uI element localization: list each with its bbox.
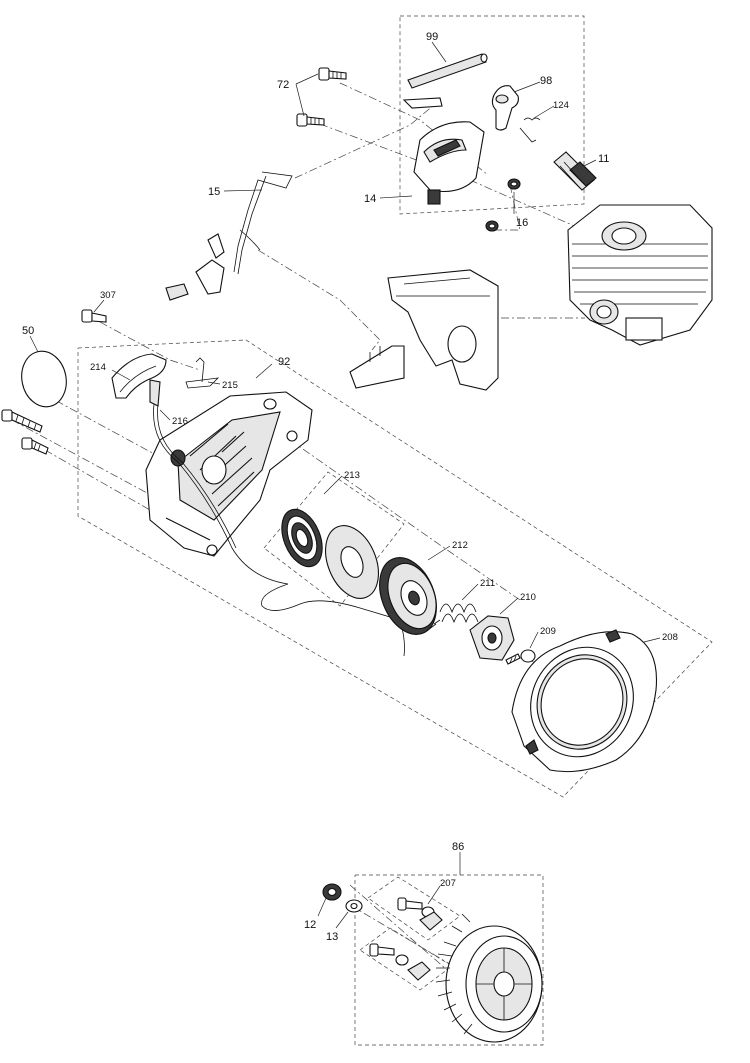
part-15-ground-lead bbox=[165, 171, 293, 301]
callout-307: 307 bbox=[100, 290, 116, 301]
assembly-line bbox=[11, 419, 161, 501]
callout-99: 99 bbox=[426, 31, 438, 43]
callout-12: 12 bbox=[304, 919, 316, 931]
part-99-rod bbox=[407, 53, 488, 89]
flywheel bbox=[435, 913, 543, 1043]
part-11-spark-plug bbox=[553, 151, 597, 191]
callout-212: 212 bbox=[452, 540, 468, 551]
callout-124: 124 bbox=[553, 100, 569, 111]
callout-14: 14 bbox=[364, 193, 376, 205]
part-98-plug-cap bbox=[491, 85, 519, 131]
callout-86: 86 bbox=[452, 841, 464, 853]
part-13-washer bbox=[345, 899, 363, 913]
part-307-screw bbox=[81, 309, 107, 323]
part-72-screw-b bbox=[296, 113, 325, 127]
part-124-spring bbox=[519, 117, 541, 143]
part-50-disk bbox=[21, 350, 67, 408]
part-211-spring bbox=[427, 603, 479, 631]
callout-92: 92 bbox=[278, 356, 290, 368]
callout-13: 13 bbox=[326, 931, 338, 943]
assembly-line bbox=[44, 449, 151, 511]
callout-207: 207 bbox=[440, 878, 456, 889]
starter-cover-screw-2 bbox=[21, 437, 49, 455]
callout-15: 15 bbox=[208, 186, 220, 198]
callout-211: 211 bbox=[480, 578, 495, 589]
assembly-line bbox=[257, 249, 381, 351]
pawl-group-frame bbox=[367, 876, 461, 941]
callout-213: 213 bbox=[344, 470, 360, 481]
part-207-pawl-bolt-2 bbox=[369, 943, 431, 981]
engine-bracket bbox=[349, 269, 499, 391]
part-207-pawl-bolt bbox=[397, 897, 443, 931]
assembly-line bbox=[349, 904, 461, 971]
callout-50: 50 bbox=[22, 325, 34, 337]
part-213-recoil-spring bbox=[281, 508, 323, 568]
leader-lines bbox=[29, 41, 661, 929]
part-16-nut bbox=[485, 178, 521, 232]
spring-group-frame bbox=[263, 471, 405, 607]
callout-215: 215 bbox=[222, 380, 238, 391]
callout-16: 16 bbox=[516, 217, 528, 229]
callout-11: 11 bbox=[598, 153, 609, 165]
part-210-ratchet bbox=[469, 615, 515, 661]
part-209-screw bbox=[505, 649, 536, 665]
assembly-line bbox=[490, 184, 521, 231]
callout-216: 216 bbox=[172, 416, 188, 427]
callout-214: 214 bbox=[90, 362, 106, 373]
part-14-ignition-coil bbox=[402, 97, 485, 205]
callout-209: 209 bbox=[540, 626, 556, 637]
callout-208: 208 bbox=[662, 632, 678, 643]
spring-cover-plate bbox=[325, 525, 379, 599]
part-216-starter-rope bbox=[153, 403, 405, 657]
assembly-line bbox=[99, 321, 201, 371]
flywheel-group-frame bbox=[354, 874, 544, 1046]
part-214-starter-handle bbox=[111, 353, 167, 407]
callout-98: 98 bbox=[540, 75, 552, 87]
ignition-group-frame bbox=[399, 15, 585, 215]
callout-210: 210 bbox=[520, 592, 536, 603]
part-72-screw-a bbox=[318, 67, 347, 81]
part-12-nut bbox=[322, 883, 342, 901]
pawl-group-frame-2 bbox=[359, 927, 453, 991]
part-92-starter-housing bbox=[145, 391, 313, 557]
callout-72: 72 bbox=[277, 79, 289, 91]
part-215-clip bbox=[185, 357, 220, 389]
assembly-line bbox=[289, 439, 521, 601]
part-212-rope-pulley bbox=[379, 557, 437, 635]
engine-cylinder bbox=[567, 204, 713, 346]
starter-cover-screw bbox=[1, 409, 43, 433]
part-208-cover-ring bbox=[511, 629, 658, 773]
starter-group-frame bbox=[77, 339, 713, 798]
